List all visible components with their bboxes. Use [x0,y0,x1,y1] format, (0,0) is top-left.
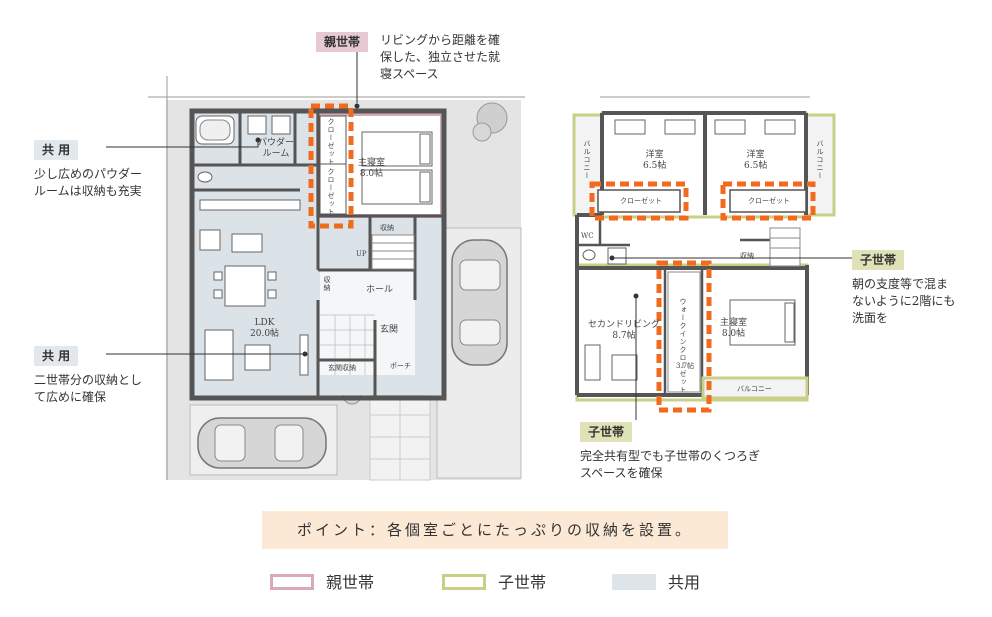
parent-annotation-line3: 寝スペース [380,67,439,81]
legend-swatch-parent [270,574,314,590]
entrance-label: 玄関 [380,325,399,335]
child-annotation-1-line3: 洗面を [852,311,889,325]
powder-room-label-line2: ルーム [262,149,290,159]
second-living-size: 8.7帖 [612,331,636,341]
porch-label: ポーチ [390,362,411,370]
balcony-left-label: バルコニー [583,140,591,180]
legend-item-common: 共用 [612,572,742,594]
point-banner: ポイント：各個室ごとにたっぷりの収納を設置。 [262,511,728,549]
car-icon [451,239,508,366]
legend-item-parent: 親世帯 [270,572,420,594]
child-tag-2: 子世帯 [580,422,633,442]
second-living-label: セカンドリビング 8.7帖 [588,320,660,342]
common-tag-1: 共 用 [34,140,79,160]
closet-a-label: クローゼット [620,197,662,205]
powder-room-label: パウダー ルーム [258,138,294,160]
master-bedroom-1f-name: 主寝室 [358,158,386,168]
western-room-2-size: 6.5帖 [744,161,768,171]
master-bedroom-2f-size: 8.0帖 [721,329,746,339]
closet-b-label: クローゼット [748,197,790,205]
storage-label-1f-2: 収納 [323,276,331,292]
child-annotation-1-line2: ないように2階にも [852,294,956,308]
parent-annotation: リビングから距離を確 保した、独立させた就 寝スペース [380,32,500,83]
parent-annotation-line2: 保した、独立させた就 [380,50,501,64]
child-annotation-2-line1: 完全共有型でも子世帯のくつろぎ [580,449,761,463]
legend-item-child: 子世帯 [442,572,592,594]
common-tag-2: 共 用 [34,346,79,366]
shoebox-label: 玄関収納 [328,364,356,372]
wc-label: WC [581,232,594,240]
western-room-1-size: 6.5帖 [643,161,667,171]
hall-label: ホール [366,285,394,295]
common-annotation-2: 二世帯分の収納とし て広めに確保 [34,372,142,406]
storage-highlight [589,181,689,221]
common-annotation-2-line1: 二世帯分の収納とし [34,373,143,387]
child-annotation-1-line1: 朝の支度等で混ま [852,277,949,291]
balcony-bottom-label: バルコニー [737,385,772,393]
child-annotation-2: 完全共有型でも子世帯のくつろぎ スペースを確保 [580,448,760,482]
walkin-closet-size: 3.7帖 [676,362,695,370]
second-living-name: セカンドリビング [588,320,661,330]
ldk-label: LDK 20.0帖 [250,318,279,340]
legend-label-parent: 親世帯 [326,573,375,592]
parent-annotation-line1: リビングから距離を確 [380,33,501,47]
child-tag-1: 子世帯 [852,250,905,270]
storage-label-1f: 収納 [380,224,394,232]
master-bedroom-1f-label: 主寝室 8.0帖 [358,158,385,180]
common-annotation-1: 少し広めのパウダー ルームは収納も充実 [34,166,142,200]
common-annotation-2-line2: て広めに確保 [34,390,107,404]
powder-room-label-line1: パウダー [258,138,295,148]
closet-label-1: クローゼット [327,118,335,166]
western-room-1-label: 洋室 6.5帖 [643,150,666,172]
western-room-2-label: 洋室 6.5帖 [744,150,767,172]
storage-highlight [720,181,816,221]
floor2-plan [572,96,836,413]
legend-label-common: 共用 [668,573,701,592]
storage-label-2f: 収納 [740,252,754,260]
legend-swatch-child [442,574,486,590]
ldk-name: LDK [254,318,275,328]
legend-swatch-common [612,574,656,590]
balcony-right-label: バルコニー [816,140,824,180]
car-icon [197,417,327,469]
western-room-1-name: 洋室 [645,150,664,160]
child-annotation-2-line2: スペースを確保 [580,466,663,480]
storage-highlight [308,103,354,229]
legend-label-child: 子世帯 [498,573,547,592]
closet-label-2: クローゼット [327,168,335,216]
child-annotation-1: 朝の支度等で混ま ないように2階にも 洗面を [852,276,955,327]
master-bedroom-1f-size: 8.0帖 [359,169,384,179]
master-bedroom-2f-label: 主寝室 8.0帖 [720,318,747,340]
master-bedroom-2f-name: 主寝室 [720,318,748,328]
walkin-closet-label: ウォークインクローゼット [679,298,687,394]
stairs-up-label: UP [356,250,367,258]
common-annotation-1-line2: ルームは収納も充実 [34,184,142,198]
western-room-2-name: 洋室 [746,150,765,160]
common-annotation-1-line1: 少し広めのパウダー [34,167,143,181]
floor1-plan [148,76,525,481]
ldk-size: 20.0帖 [250,329,280,339]
parent-tag: 親世帯 [316,32,369,52]
